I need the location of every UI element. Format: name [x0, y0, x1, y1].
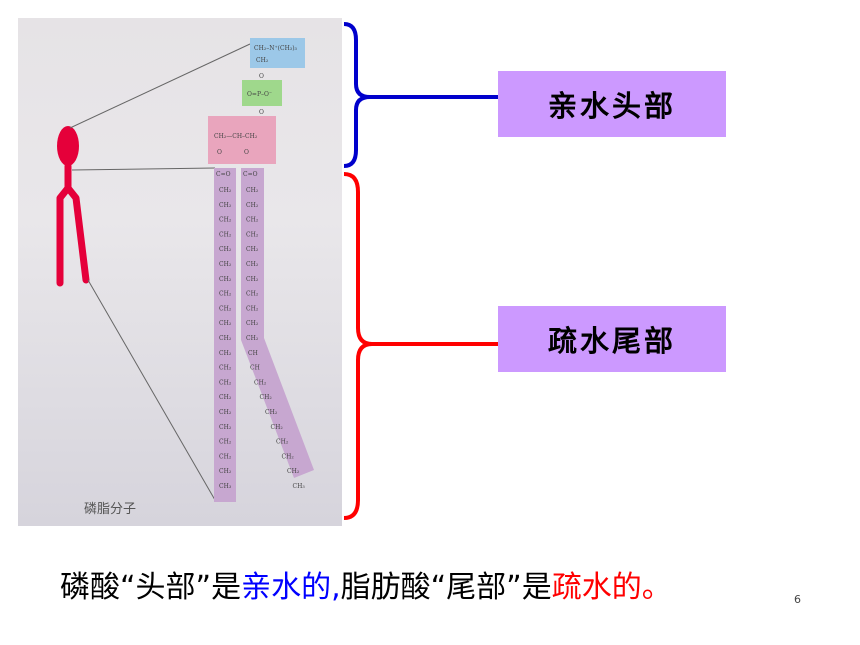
chain-2-unit: CH₂ [246, 217, 259, 224]
chain-1-unit: CH₂ [219, 261, 232, 268]
chain-1-unit: CH₂ [219, 276, 232, 283]
chain-2-unit: CH₂ [246, 291, 259, 298]
phosphate-box [242, 80, 282, 106]
oxygen-label-2: O [259, 109, 264, 116]
chain-1-unit: CH₂ [219, 394, 232, 401]
person-body-icon [56, 162, 90, 287]
slide-number: 6 [794, 593, 801, 606]
phospholipid-figure: CH₂–N⁺(CH₃)₃ CH₂ O O=P–O⁻ O CH₂—CH–CH₂ O… [18, 18, 342, 526]
glycerol-box [208, 116, 276, 164]
phospholipid-drawing: CH₂–N⁺(CH₃)₃ CH₂ O O=P–O⁻ O CH₂—CH–CH₂ O… [56, 38, 314, 502]
chain-2-unit: CH₂ [246, 246, 259, 253]
chain-2-unit: CH₂ [246, 231, 259, 238]
chain-2-unit: CH₂ [271, 424, 284, 431]
ch2-label: CH₂ [256, 57, 269, 64]
chain-1-unit: CH₂ [219, 453, 232, 460]
glycerol-label: CH₂—CH–CH₂ [214, 133, 258, 140]
bottom-text-part1: 磷酸“头部”是 [60, 570, 242, 605]
chain-2-unit: CH₂ [246, 187, 259, 194]
fatty-acid-chains: CH₂ CH₂ CH₂ CH₂ CH₂ CH₂ CH₂ CH₂ CH₂ CH₂ CH₂ CH₂ CH₂ C… [219, 187, 305, 490]
chain-2-unit: CH₃ [293, 483, 306, 490]
chain-1-unit: CH₂ [219, 231, 232, 238]
chain-1-unit: CH₂ [219, 379, 232, 386]
chain-2-unit: CH₂ [246, 261, 259, 268]
bottom-text-hydrophobic: 疏水的。 [551, 570, 672, 605]
chain-1-unit: CH₂ [219, 350, 232, 357]
chain-1-unit: CH₂ [219, 202, 232, 209]
pointer-line-mid [71, 167, 216, 171]
oxygen-label-1: O [259, 73, 264, 80]
figure-caption: 磷脂分子 [84, 502, 137, 517]
tail-1-box [214, 168, 236, 502]
chain-1-unit: CH₂ [219, 291, 232, 298]
chain-2-unit: CH₂ [254, 379, 267, 386]
chain-2-unit: CH₂ [260, 394, 273, 401]
chain-2-unit: CH₂ [246, 305, 259, 312]
bottom-text-part3: 脂肪酸“尾部”是 [340, 570, 552, 605]
chain-1-unit: CH₂ [219, 217, 232, 224]
tail-bracket [343, 172, 373, 520]
tail-2-box [241, 168, 314, 478]
chain-2-unit: CH₂ [287, 468, 300, 475]
chain-1-unit: CH₂ [219, 335, 232, 342]
chain-1-unit: CH₂ [219, 365, 232, 372]
carbonyl-label-2: C=O [243, 171, 258, 178]
chain-1-unit: CH₂ [219, 320, 232, 327]
oxygen-label-3: O [217, 149, 222, 156]
chain-2-unit: CH₂ [246, 335, 259, 342]
bottom-sentence: 磷酸“头部”是亲水的,脂肪酸“尾部”是疏水的。 [60, 562, 672, 606]
hydrophilic-head-label: 亲水头部 [498, 71, 726, 137]
chain-2-ch: CH [248, 350, 258, 357]
phosphate-label: O=P–O⁻ [247, 91, 272, 98]
carbonyl-label-1: C=O [216, 171, 231, 178]
chain-1-unit: CH₂ [219, 468, 232, 475]
chain-2-unit: CH₂ [246, 320, 259, 327]
chain-1-unit: CH₂ [219, 424, 232, 431]
hydrophobic-tail-label: 疏水尾部 [498, 306, 726, 372]
head-bracket [343, 22, 371, 168]
pointer-line-top [69, 43, 251, 129]
chain-1-unit: CH₂ [219, 187, 232, 194]
chain-1-unit: CH₂ [219, 305, 232, 312]
choline-label: CH₂–N⁺(CH₃)₃ [254, 45, 298, 52]
chain-2-unit: CH₂ [246, 202, 259, 209]
chain-2-unit: CH₂ [246, 276, 259, 283]
chain-1-unit: CH₂ [219, 439, 232, 446]
bottom-text-hydrophilic: 亲水的, [241, 570, 341, 605]
chain-2-unit: CH₂ [265, 409, 278, 416]
chain-1-unit: CH₂ [219, 246, 232, 253]
chain-2-unit: CH₂ [282, 453, 295, 460]
choline-box [250, 38, 305, 68]
pointer-line-bottom [87, 279, 216, 501]
chain-2-ch: CH [250, 365, 260, 372]
chain-1-unit: CH₃ [219, 483, 232, 490]
oxygen-label-4: O [244, 149, 249, 156]
chain-2-unit: CH₂ [276, 439, 289, 446]
chain-1-unit: CH₂ [219, 409, 232, 416]
person-head-icon [57, 126, 79, 166]
